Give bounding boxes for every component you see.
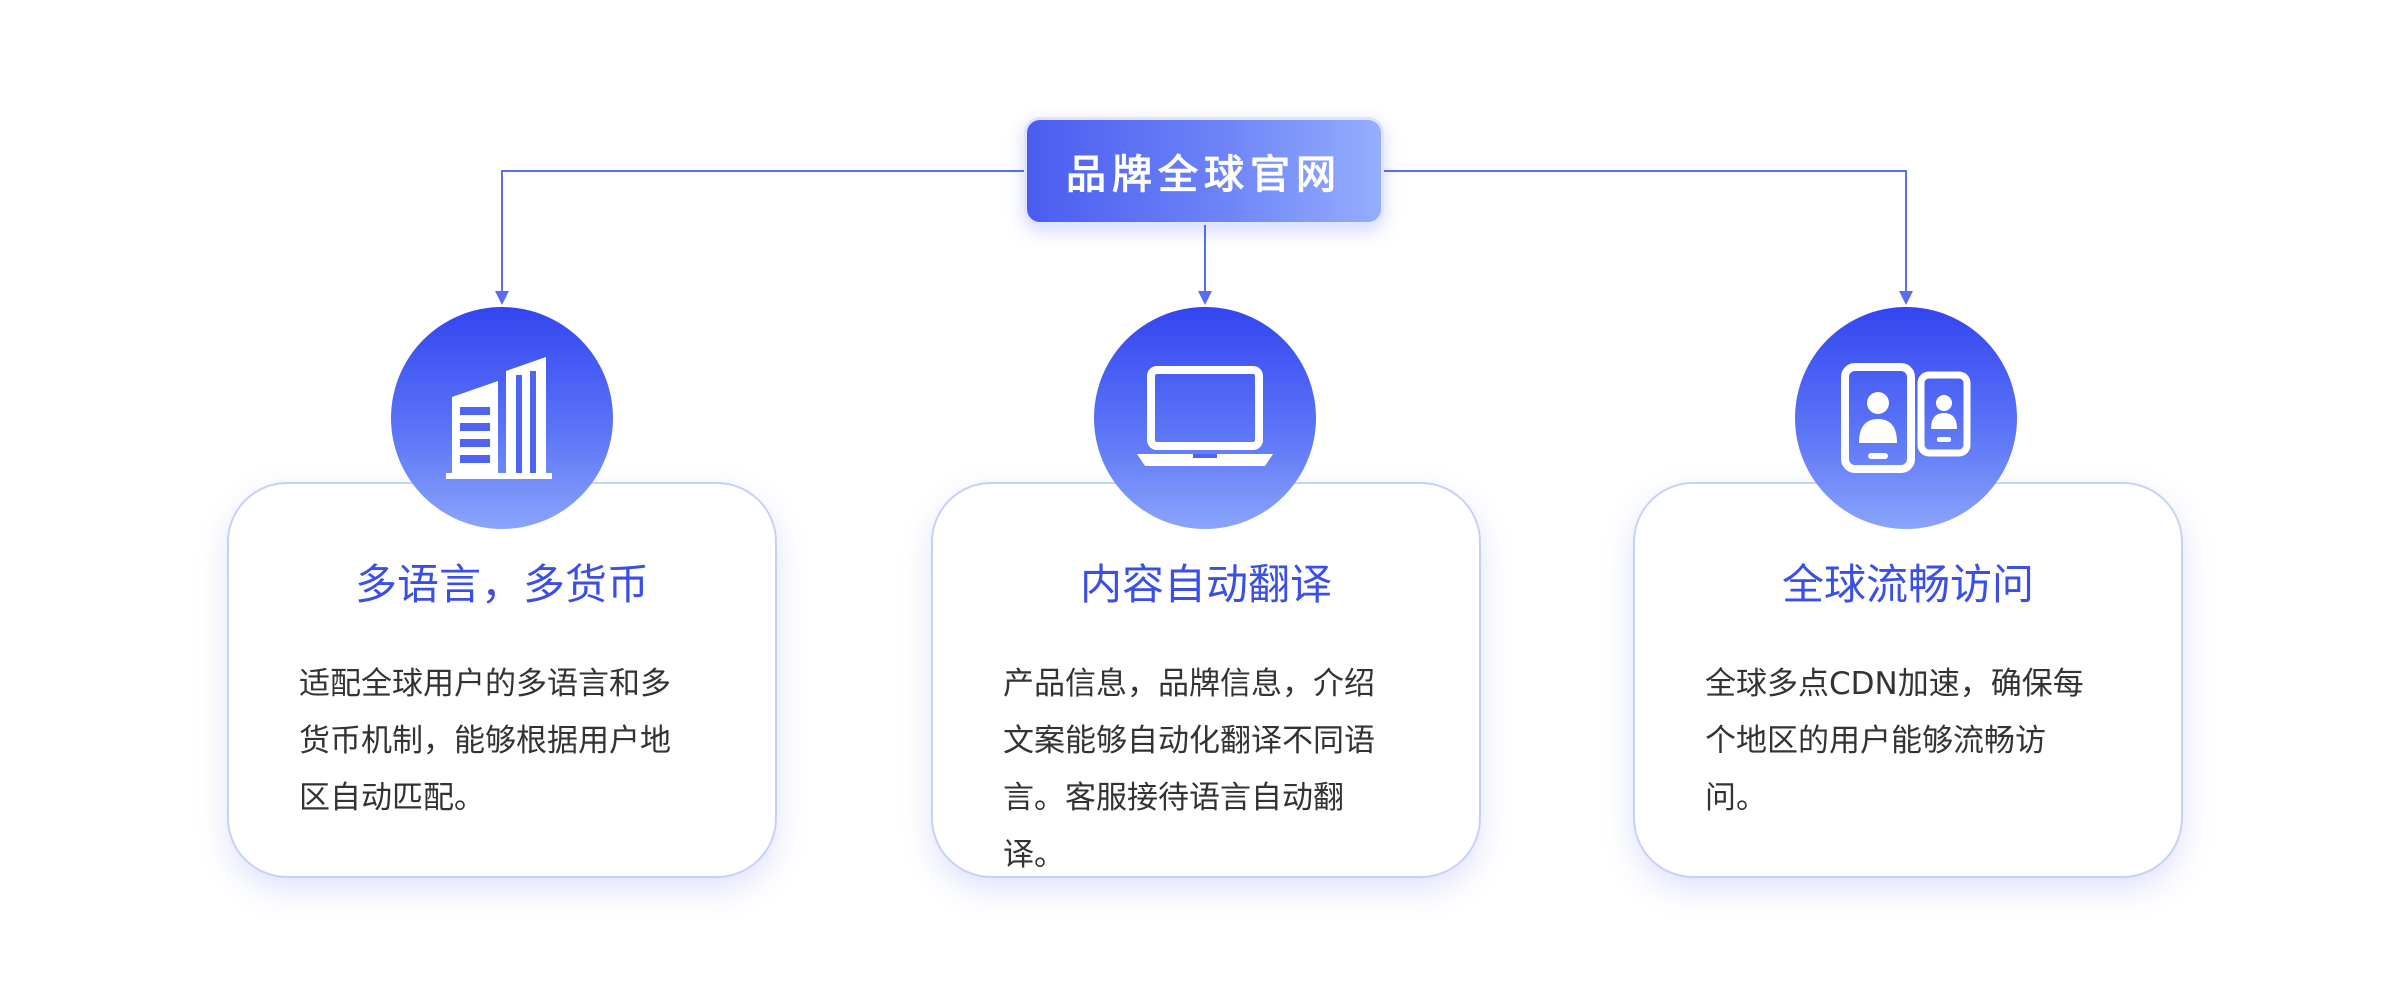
building-icon [446, 357, 552, 479]
mobile-devices-icon [1841, 363, 1971, 473]
feature-card-description: 产品信息，品牌信息，介绍文案能够自动化翻译不同语言。客服接待语言自动翻译。 [1003, 666, 1375, 873]
feature-card-2: 内容自动翻译 产品信息，品牌信息，介绍文案能够自动化翻译不同语言。客服接待语言自… [931, 482, 1481, 878]
connector-right [1384, 170, 1913, 305]
laptop-icon [1137, 366, 1273, 466]
feature-icon-circle-2 [1094, 307, 1316, 529]
root-node: 品牌全球官网 [1024, 117, 1384, 225]
feature-icon-circle-3 [1795, 307, 2017, 529]
feature-icon-circle-1 [391, 307, 613, 529]
feature-card-description: 全球多点CDN加速，确保每个地区的用户能够流畅访问。 [1705, 666, 2084, 816]
connector-left [495, 170, 1024, 305]
root-label: 品牌全球官网 [1066, 152, 1342, 198]
feature-card-title: 全球流畅访问 [1781, 560, 2034, 609]
feature-card-title: 内容自动翻译 [1079, 560, 1332, 609]
feature-card-title: 多语言，多货币 [354, 560, 649, 609]
feature-card-1: 多语言，多货币 适配全球用户的多语言和多货币机制，能够根据用户地区自动匹配。 [227, 482, 777, 878]
feature-card-description: 适配全球用户的多语言和多货币机制，能够根据用户地区自动匹配。 [299, 666, 671, 816]
feature-card-3: 全球流畅访问 全球多点CDN加速，确保每个地区的用户能够流畅访问。 [1633, 482, 2183, 878]
